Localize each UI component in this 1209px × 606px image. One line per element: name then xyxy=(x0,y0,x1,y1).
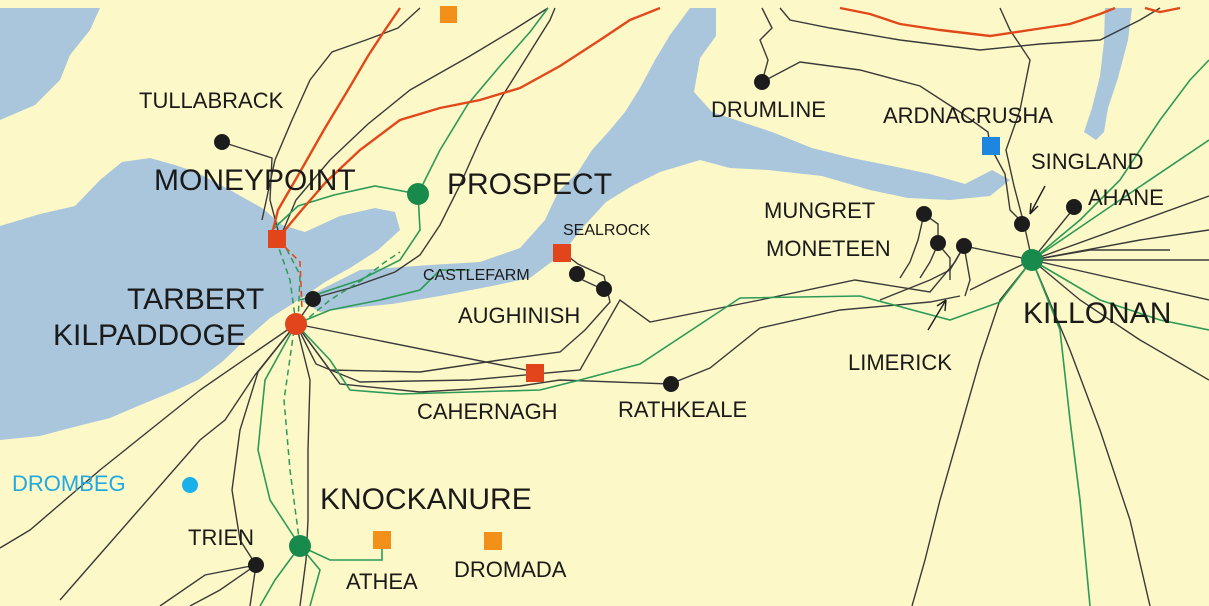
label-castlefarm: CASTLEFARM xyxy=(423,267,530,284)
node-singland xyxy=(1014,216,1030,232)
label-moneypoint: MONEYPOINT xyxy=(154,164,356,197)
label-trien: TRIEN xyxy=(188,525,254,550)
label-limerick: LIMERICK xyxy=(848,350,952,375)
node-ardnacrusha xyxy=(982,137,1000,155)
shannon-estuary-water xyxy=(0,8,1132,440)
node-ahane xyxy=(1066,199,1082,215)
node-trien xyxy=(248,557,264,573)
transmission-lines-green-dashed xyxy=(275,239,401,547)
label-singland: SINGLAND xyxy=(1031,149,1144,174)
label-tullabrack: TULLABRACK xyxy=(139,88,284,113)
node-tullabrack xyxy=(214,134,230,150)
label-killonan: KILLONAN xyxy=(1023,297,1172,330)
node-limerick xyxy=(956,238,972,254)
transmission-line-red-short xyxy=(1144,6,1181,14)
transmission-lines-green xyxy=(257,7,1209,606)
transmission-lines-black xyxy=(0,7,1209,606)
label-sealrock: SEALROCK xyxy=(563,222,651,239)
label-rathkeale: RATHKEALE xyxy=(618,397,748,422)
node-north-orange xyxy=(440,6,457,23)
label-mungret: MUNGRET xyxy=(764,198,876,223)
label-drombeg: DROMBEG xyxy=(12,471,126,496)
node-aughinish xyxy=(596,281,612,297)
label-athea: ATHEA xyxy=(346,569,418,594)
label-dromada: DROMADA xyxy=(454,557,567,582)
label-kilpaddoge: KILPADDOGE xyxy=(53,319,246,352)
label-ahane: AHANE xyxy=(1088,185,1164,210)
node-moneteen xyxy=(930,235,946,251)
node-rathkeale xyxy=(663,376,679,392)
node-dromada xyxy=(484,532,502,550)
node-moneypoint xyxy=(268,230,286,248)
label-cahernagh: CAHERNAGH xyxy=(417,399,558,424)
node-prospect xyxy=(407,183,429,205)
label-aughinish: AUGHINISH xyxy=(458,303,581,328)
node-athea xyxy=(373,531,391,549)
node-kilpaddoge xyxy=(285,313,307,335)
node-drumline xyxy=(754,74,770,90)
node-killonan xyxy=(1021,249,1043,271)
node-castlefarm xyxy=(569,266,585,282)
node-knockanure xyxy=(289,535,311,557)
node-tarbert xyxy=(305,291,321,307)
label-moneteen: MONETEEN xyxy=(766,236,891,261)
label-tarbert: TARBERT xyxy=(127,283,265,316)
label-drumline: DRUMLINE xyxy=(711,97,826,122)
node-cahernagh xyxy=(526,364,544,382)
node-sealrock xyxy=(553,244,571,262)
label-prospect: PROSPECT xyxy=(447,168,613,201)
label-ardnacrusha: ARDNACRUSHA xyxy=(883,103,1053,128)
node-mungret xyxy=(916,206,932,222)
pointer-arrows xyxy=(927,185,1046,331)
label-knockanure: KNOCKANURE xyxy=(320,483,532,516)
transmission-lines-red xyxy=(270,6,1116,237)
node-drombeg xyxy=(182,477,198,493)
